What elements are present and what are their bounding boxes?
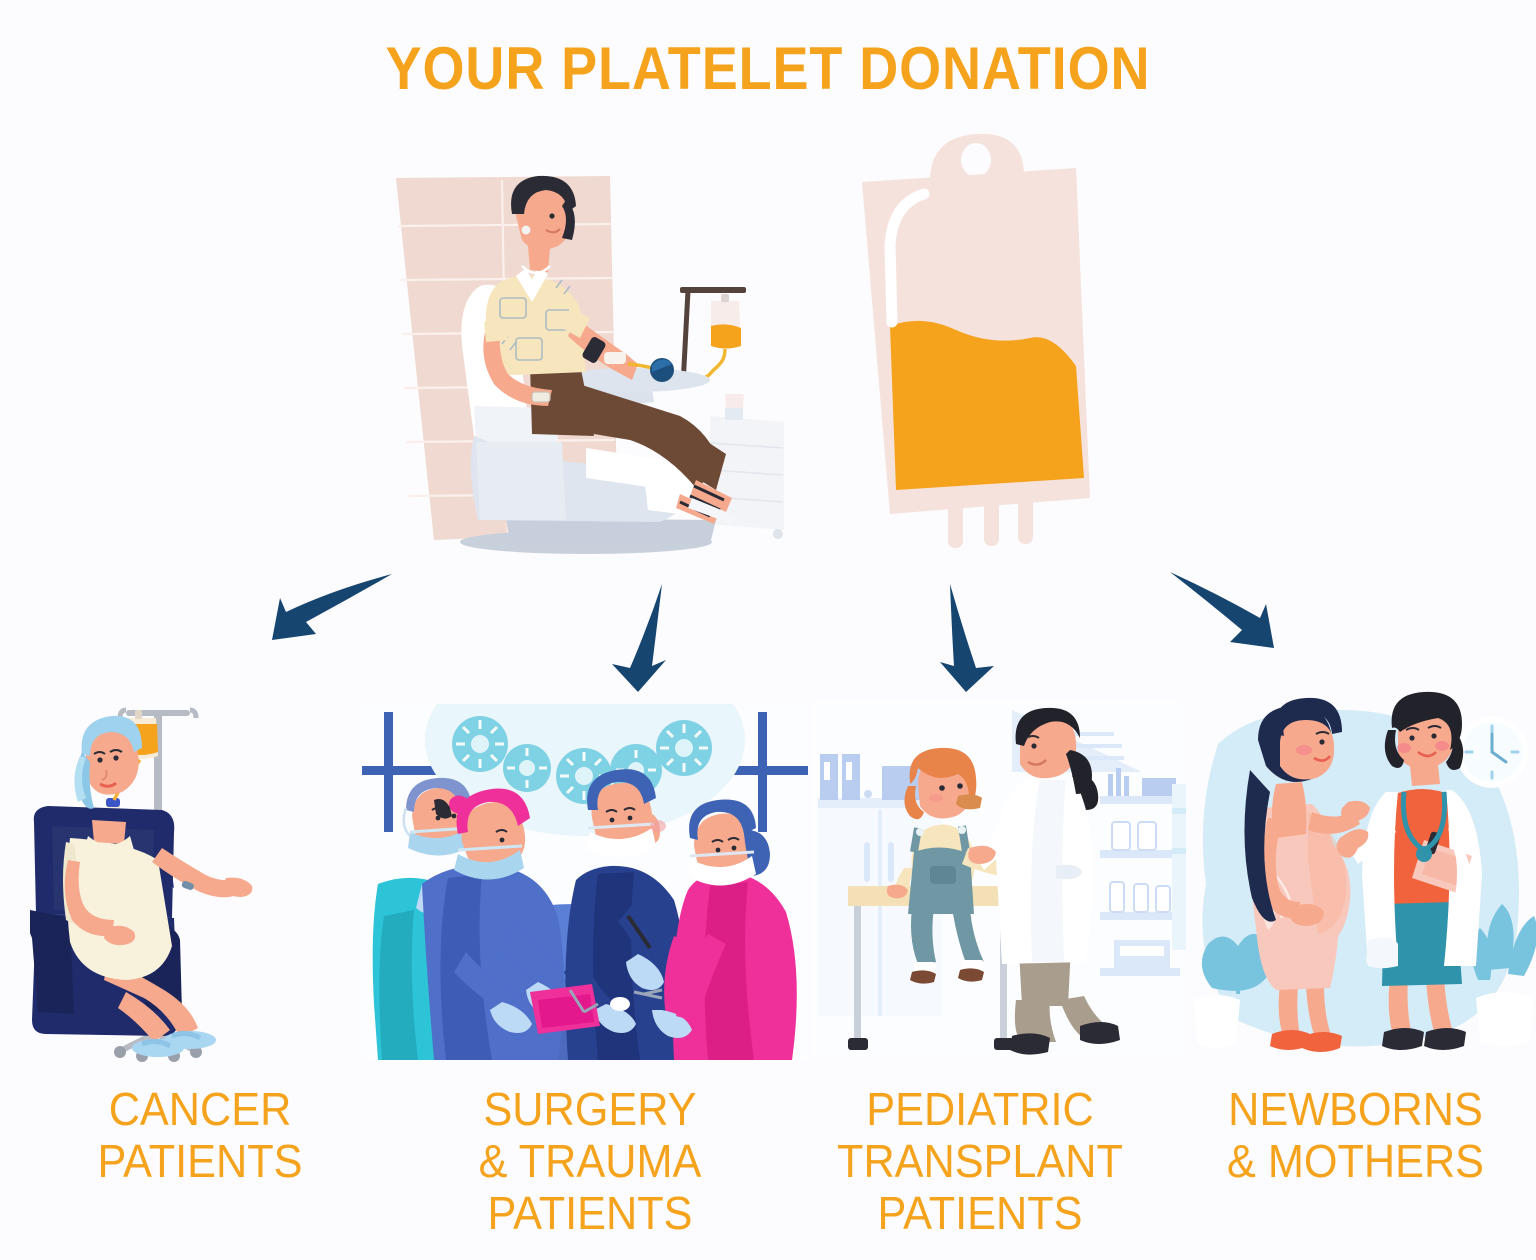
caption-newborns-mothers: NEWBORNS & MOTHERS	[1226, 1083, 1485, 1187]
scene-pediatric-transplant	[812, 700, 1182, 1058]
arrow-to-pediatric-transplant-patients	[940, 584, 994, 692]
page-title: YOUR PLATELET DONATION	[385, 35, 1151, 102]
platelet-bag-illustration	[862, 133, 1090, 548]
donation-chair-illustration	[396, 175, 784, 554]
arrow-to-cancer-patients	[272, 574, 392, 640]
arrow-to-surgery-trauma-patients	[612, 584, 666, 692]
caption-surgery-trauma-patients: SURGERY & TRAUMA PATIENTS	[478, 1083, 702, 1239]
caption-pediatric-transplant-patients: PEDIATRIC TRANSPLANT PATIENTS	[837, 1083, 1123, 1239]
scene-cancer-patient	[30, 707, 253, 1062]
scene-newborns-mothers	[1172, 691, 1536, 1052]
caption-cancer-patients: CANCER PATIENTS	[97, 1083, 303, 1187]
arrow-to-newborns-mothers	[1170, 572, 1274, 648]
scene-surgery-trauma	[362, 704, 808, 1060]
